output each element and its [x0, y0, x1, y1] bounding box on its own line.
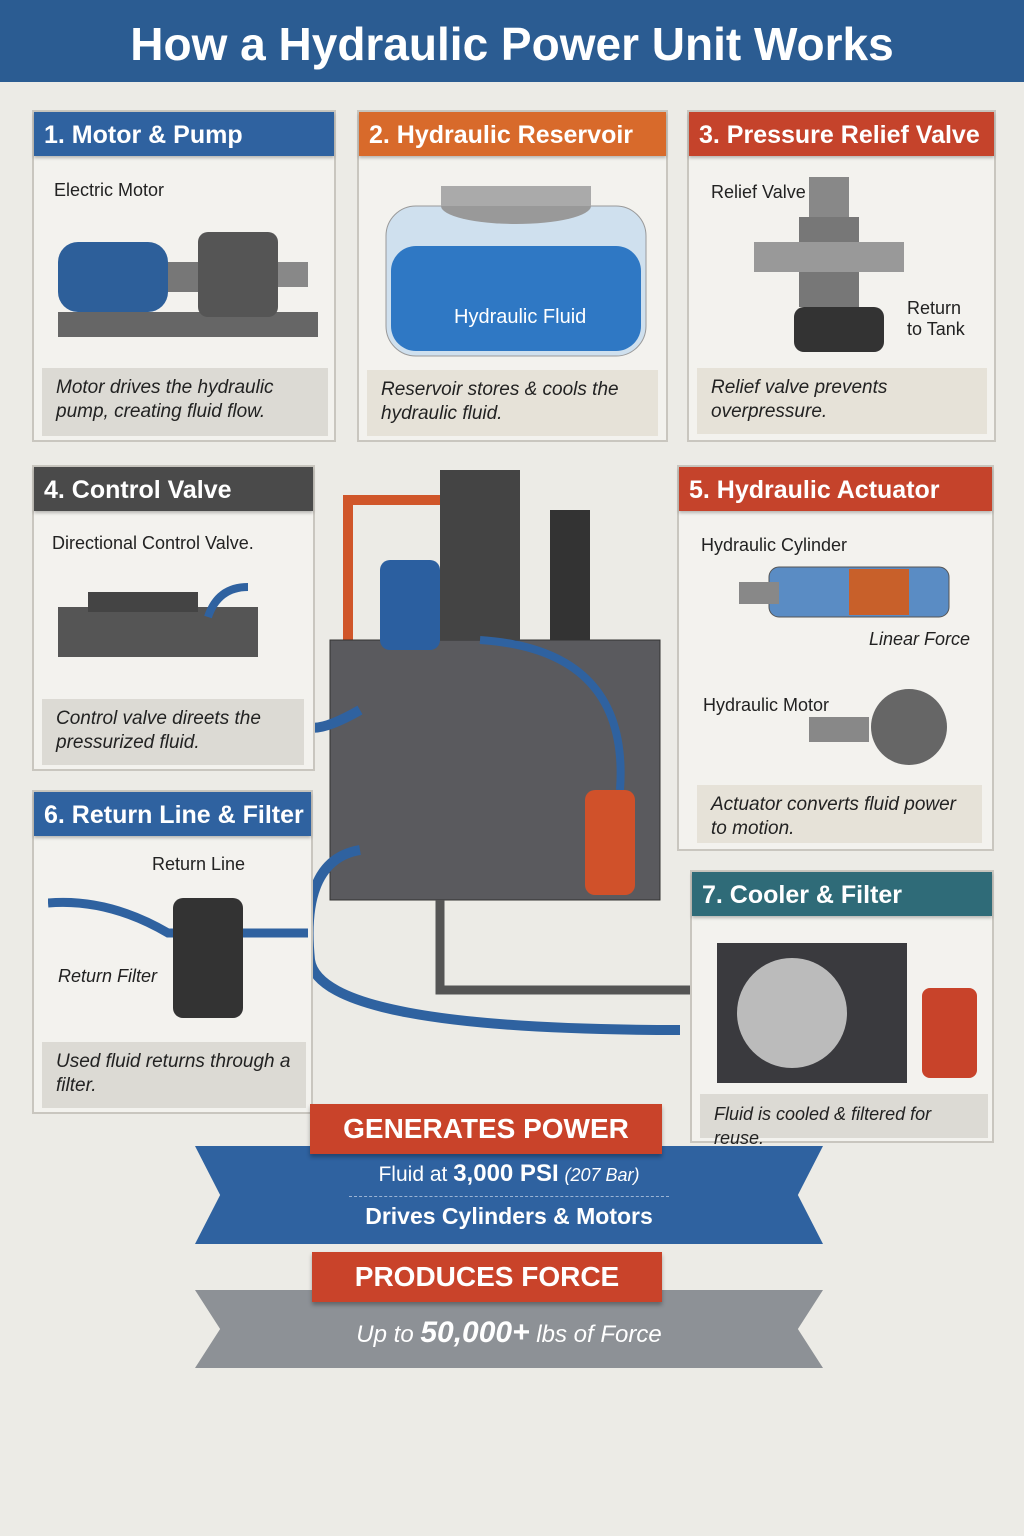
caption: Fluid is cooled & filtered for reuse. [700, 1094, 988, 1148]
panel-motor-pump: 1. Motor & Pump Electric Motor Motor dri… [32, 110, 336, 442]
label-electric-motor: Electric Motor [54, 180, 165, 200]
panel-header: 1. Motor & Pump [34, 112, 334, 156]
label-directional-control-valve: Directional Control Valve. [52, 533, 254, 553]
caption: Reservoir stores & cools the hydraulic f… [367, 370, 658, 436]
page-title: How a Hydraulic Power Unit Works [0, 0, 1024, 82]
panel-return-line: 6. Return Line & Filter Return Line Retu… [32, 790, 313, 1114]
panel-header: 6. Return Line & Filter [34, 792, 311, 836]
motor-pump-illustration [58, 232, 318, 337]
power-line-2: Drives Cylinders & Motors [365, 1203, 653, 1229]
label-relief-valve: Relief Valve [711, 182, 806, 202]
suffix: lbs of Force [536, 1321, 662, 1348]
panel-header: 2. Hydraulic Reservoir [359, 112, 666, 156]
psi-value: 3,000 PSI [453, 1160, 559, 1187]
hydraulic-motor-illustration [809, 689, 947, 765]
label-hydraulic-cylinder: Hydraulic Cylinder [701, 535, 848, 555]
panel-header: 3. Pressure Relief Valve [689, 112, 994, 156]
label-hydraulic-motor: Hydraulic Motor [703, 695, 830, 715]
prefix: Up to [356, 1321, 414, 1348]
cooler-illustration [717, 943, 977, 1083]
return-filter-illustration [48, 897, 308, 1018]
caption: Relief valve prevents overpressure. [697, 368, 987, 434]
reservoir-illustration [385, 186, 647, 357]
caption: Actuator converts fluid power to motion. [697, 785, 982, 843]
panel-header: 5. Hydraulic Actuator [679, 467, 992, 511]
prefix: Fluid at [378, 1163, 448, 1186]
panel-cooler-filter: 7. Cooler & Filter Fluid is cooled & fil… [690, 870, 994, 1148]
ribbon-generates-power: GENERATES POWER [310, 1104, 662, 1154]
label-return-filter: Return Filter [58, 966, 158, 986]
hydraulic-power-unit-illustration [300, 470, 700, 1035]
banner-generates-power: Fluid at 3,000 PSI (207 Bar) Drives Cyli… [195, 1146, 823, 1244]
panel-header: 7. Cooler & Filter [692, 872, 992, 916]
panel-control-valve: 4. Control Valve Directional Control Val… [32, 465, 315, 771]
cylinder-illustration [739, 566, 950, 618]
panel-relief-valve: 3. Pressure Relief Valve Relief Valve Re… [687, 110, 996, 442]
force-value: 50,000+ [420, 1316, 530, 1349]
banner-produces-force: Up to 50,000+ lbs of Force [195, 1290, 823, 1368]
label-return-to-tank: Return to Tank [907, 298, 965, 339]
bar-value: (207 Bar) [564, 1165, 640, 1185]
relief-valve-illustration [754, 177, 904, 352]
caption: Motor drives the hydraulic pump, creatin… [42, 368, 328, 436]
panel-actuator: 5. Hydraulic Actuator Hydraulic Cylinder… [677, 465, 994, 851]
label-return-line: Return Line [152, 854, 246, 874]
label-hydraulic-fluid: Hydraulic Fluid [454, 306, 587, 328]
ribbon-produces-force: PRODUCES FORCE [312, 1252, 662, 1302]
caption: Used fluid returns through a filter. [42, 1042, 306, 1108]
power-line-1: Fluid at 3,000 PSI (207 Bar) [195, 1160, 823, 1188]
caption: Control valve direets the pressurized fl… [42, 699, 304, 765]
panel-reservoir: 2. Hydraulic Reservoir Hydraulic Fluid R… [357, 110, 668, 442]
control-valve-illustration [58, 583, 258, 657]
panel-header: 4. Control Valve [34, 467, 313, 511]
label-linear-force: Linear Force [869, 629, 971, 649]
